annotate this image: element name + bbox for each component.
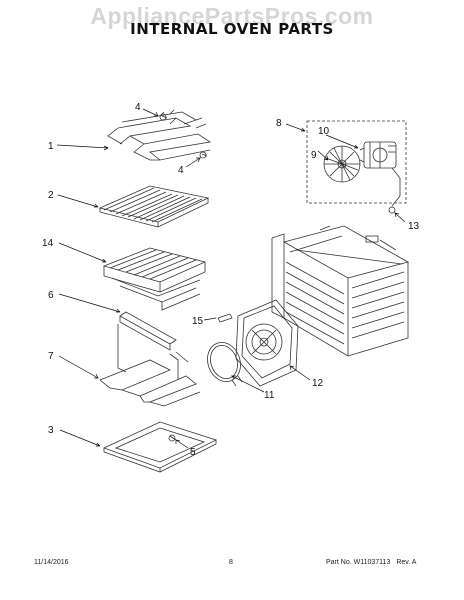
callout-6: 6 [48,290,54,301]
callout-12: 12 [312,378,324,389]
watermark-text: AppliancePartsPros.com [90,3,374,29]
mounting-screws-4 [159,113,208,159]
broil-element [107,109,212,161]
callout-7: 7 [48,351,54,362]
footer-part-number: Part No. W11037113 Rev. A [326,559,416,566]
callout-4-bottom: 4 [178,165,184,176]
callout-9: 9 [311,150,317,161]
convection-element [207,342,243,387]
bake-element [99,351,201,407]
fan-cover [235,299,299,387]
cover-screw-15 [217,313,233,323]
callout-15: 15 [192,316,204,327]
revision-text: Rev. A [396,559,417,566]
callout-5: 5 [190,447,196,458]
convection-motor-assembly [306,120,407,207]
callout-3: 3 [48,425,54,436]
side-rail [117,311,177,373]
rollout-rack [102,247,207,311]
callout-2: 2 [48,190,54,201]
callout-1: 1 [48,141,54,152]
callout-8: 8 [276,118,282,129]
cover-screws-5 [168,434,177,442]
bottom-cover [102,421,218,473]
oven-cavity [271,225,410,357]
callout-14: 14 [42,238,54,249]
callout-10: 10 [318,126,330,137]
callout-4-top: 4 [135,102,141,113]
leader-lines [56,108,406,449]
callout-11: 11 [264,390,275,401]
oven-rack [98,185,210,228]
callout-13: 13 [408,221,420,232]
part-number-text: Part No. W11037113 [326,559,391,566]
page-title: INTERNAL OVEN PARTS [130,20,334,38]
footer-date: 11/14/2016 [34,559,69,566]
footer-page-number: 8 [229,559,233,566]
motor-screw-13 [388,206,396,214]
